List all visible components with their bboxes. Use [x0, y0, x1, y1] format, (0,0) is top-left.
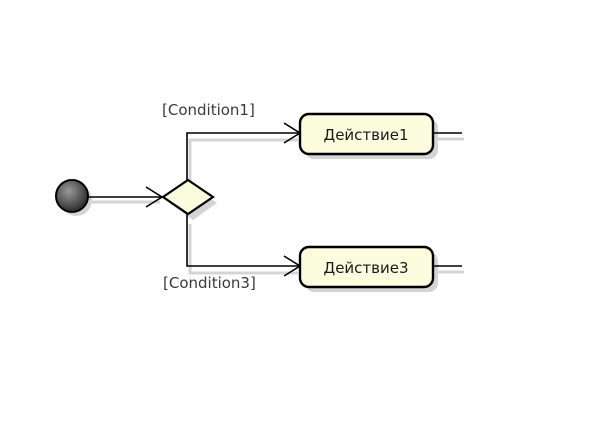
action-label-upper: Действие1: [323, 126, 408, 144]
guard-label-lower: [Condition3]: [163, 274, 256, 292]
action-node-lower[interactable]: Действие3: [298, 245, 435, 289]
action-label-lower: Действие3: [323, 259, 408, 277]
decision-node[interactable]: [161, 178, 215, 216]
guard-label-upper: [Condition1]: [162, 101, 255, 119]
action-node-upper[interactable]: Действие1: [298, 112, 435, 156]
initial-node[interactable]: [55, 179, 89, 213]
flow-initial-to-decision: [88, 186, 164, 208]
flow-decision-to-action-lower: [186, 214, 302, 277]
flow-decision-to-action-upper: [186, 122, 302, 180]
